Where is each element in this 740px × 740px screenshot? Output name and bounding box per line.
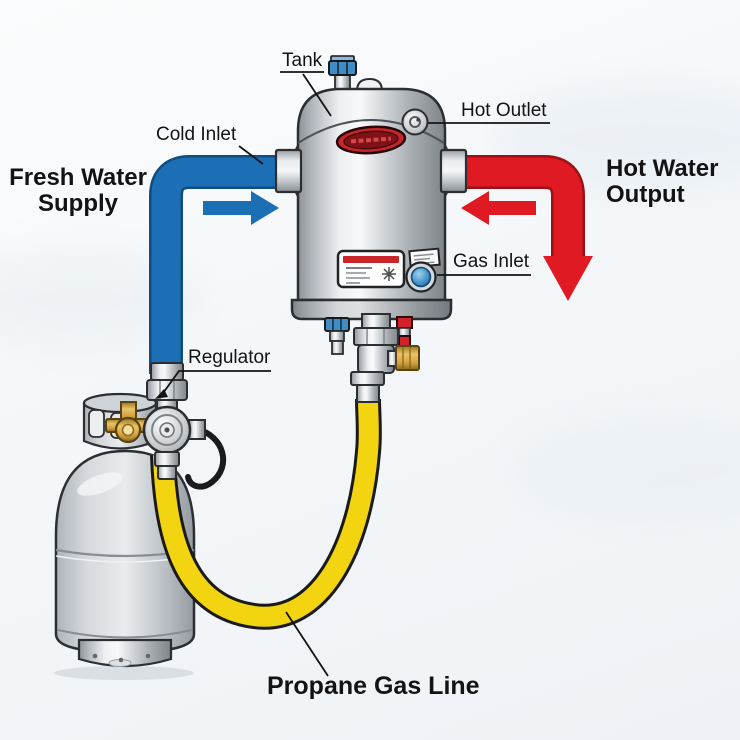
regulator-assembly <box>142 362 227 490</box>
burner-burst-icon <box>382 267 396 281</box>
hot-flow-arrow <box>461 191 536 225</box>
label-fresh-water-supply-line1: Fresh Water <box>9 164 147 191</box>
label-cold-inlet: Cold Inlet <box>156 124 237 145</box>
hot-outlet-port <box>439 148 468 194</box>
cylinder-shadow <box>54 666 194 680</box>
tank-body <box>296 87 447 302</box>
label-fresh-water-supply: Fresh Water Supply <box>0 165 156 217</box>
label-propane-gas-line: Propane Gas Line <box>267 672 480 700</box>
cold-inlet-port <box>274 148 303 194</box>
pointer-lines <box>155 71 550 677</box>
excess-flow-loop <box>185 426 227 490</box>
water-heater-tank <box>274 55 468 355</box>
label-hot-water-output-line2: Output <box>606 181 685 208</box>
label-hot-water-output: Hot Water Output <box>606 156 718 208</box>
heater-gas-valve-assembly <box>350 313 420 403</box>
cold-flow-arrow <box>203 191 279 225</box>
drain-fitting-blue <box>324 317 350 355</box>
rating-label <box>336 249 406 289</box>
hot-water-pipe <box>458 155 593 301</box>
label-fresh-water-supply-line2: Supply <box>37 190 118 217</box>
cold-water-pipe <box>149 155 292 374</box>
hot-output-arrowhead <box>543 256 593 301</box>
relief-valve-cap <box>328 55 357 91</box>
propane-hose <box>150 398 382 630</box>
tank-bottom-rim <box>290 298 453 321</box>
brass-fitting <box>395 345 420 371</box>
label-regulator: Regulator <box>188 347 271 368</box>
label-tank: Tank <box>282 50 323 71</box>
label-hot-water-output-line1: Hot Water <box>606 155 719 182</box>
brand-badge <box>335 125 407 155</box>
cylinder-foot-ring <box>77 638 173 668</box>
label-gas-inlet: Gas Inlet <box>453 251 530 272</box>
cylinder-valve <box>105 401 151 444</box>
tank-dome-seam <box>297 119 445 144</box>
label-hot-outlet: Hot Outlet <box>461 100 547 121</box>
gas-inlet-knob <box>405 261 437 293</box>
hot-outlet-port-circle <box>401 108 429 136</box>
fitting-red <box>396 316 413 347</box>
